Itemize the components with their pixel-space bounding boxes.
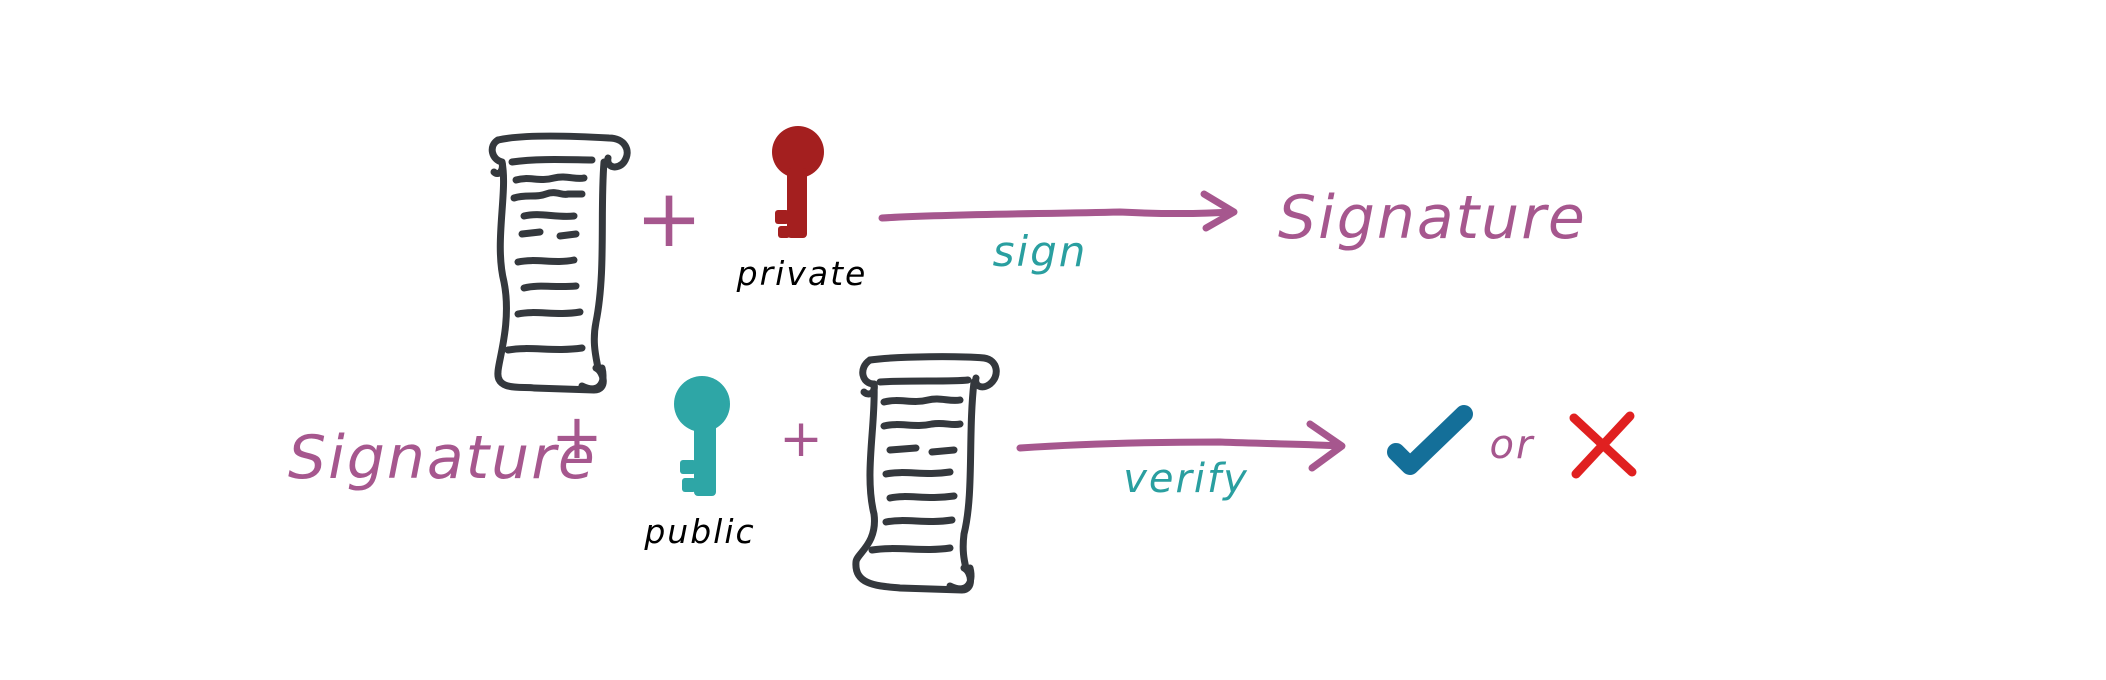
sign-arrow [878, 190, 1238, 232]
checkmark-icon [1387, 405, 1473, 475]
verify-row: Signature + public + [288, 353, 1637, 594]
verify-arrow [1016, 420, 1346, 472]
private-key-icon [772, 126, 824, 238]
private-key-label: private [736, 254, 868, 293]
cross-icon [1569, 411, 1637, 479]
public-key-icon [674, 376, 730, 496]
signature-input: Signature [288, 423, 597, 493]
sign-arrow-label: sign [993, 227, 1088, 276]
scroll-icon [488, 132, 631, 394]
signature-output: Signature [1278, 183, 1587, 253]
verify-arrow-label: verify [1123, 456, 1249, 502]
scroll-icon [852, 353, 1000, 594]
plus-sign-3: + [779, 409, 825, 469]
sign-row: + private sign Signature [488, 126, 1587, 394]
plus-sign-1: + [635, 172, 704, 265]
or-label: or [1490, 422, 1535, 468]
plus-sign-2: + [551, 400, 605, 473]
public-key-label: public [643, 512, 755, 551]
